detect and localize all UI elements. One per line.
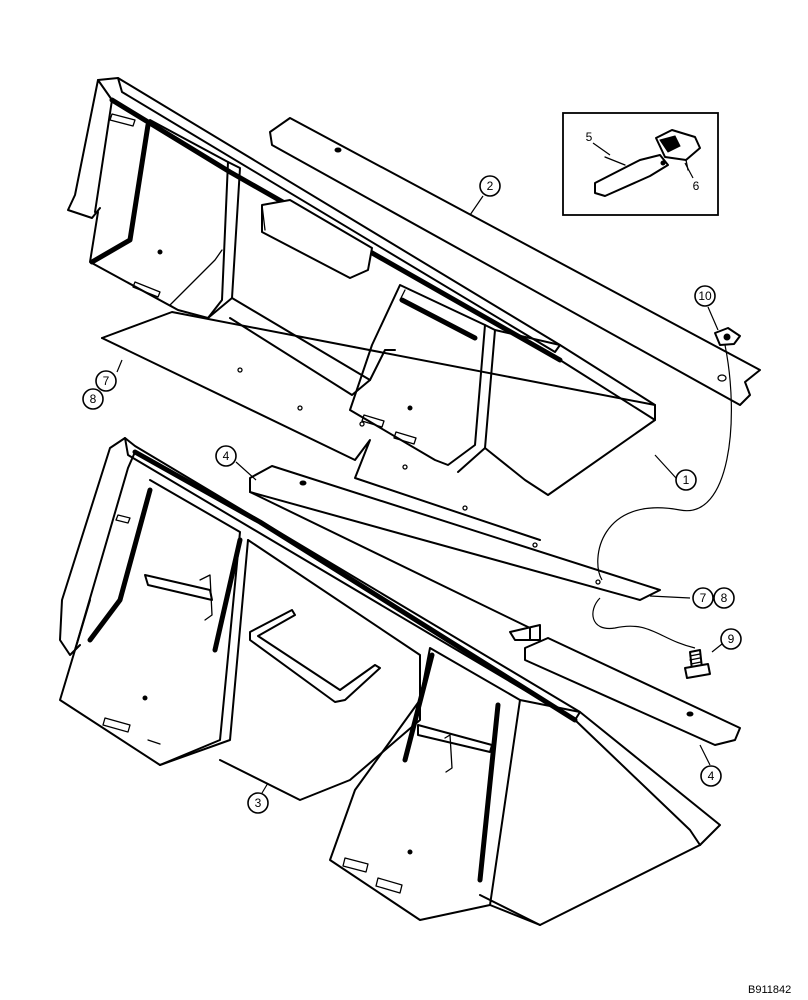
- lower-strips: [249, 465, 741, 746]
- callout-1: 1: [683, 473, 690, 487]
- callout-3: 3: [255, 796, 262, 810]
- callout-8-right: 8: [721, 591, 728, 605]
- lower-bucket: [59, 437, 721, 926]
- callout-9: 9: [728, 632, 735, 646]
- callout-7-left: 7: [103, 374, 110, 388]
- callout-10: 10: [698, 289, 712, 303]
- inset-detail-box: [562, 112, 719, 216]
- upper-bucket: [67, 77, 656, 541]
- callout-4-upper: 4: [223, 449, 230, 463]
- callout-4-lower: 4: [708, 769, 715, 783]
- wear-strip-top: [269, 117, 761, 406]
- callouts: [82, 142, 742, 814]
- callout-5: 5: [586, 130, 593, 144]
- callout-7-right: 7: [700, 591, 707, 605]
- callout-2: 2: [487, 179, 494, 193]
- callout-8-left: 8: [90, 392, 97, 406]
- callout-6: 6: [693, 179, 700, 193]
- bolt-part-9: [684, 649, 711, 679]
- nut-part-10: [714, 327, 741, 346]
- drawing-code: B911842: [748, 984, 791, 996]
